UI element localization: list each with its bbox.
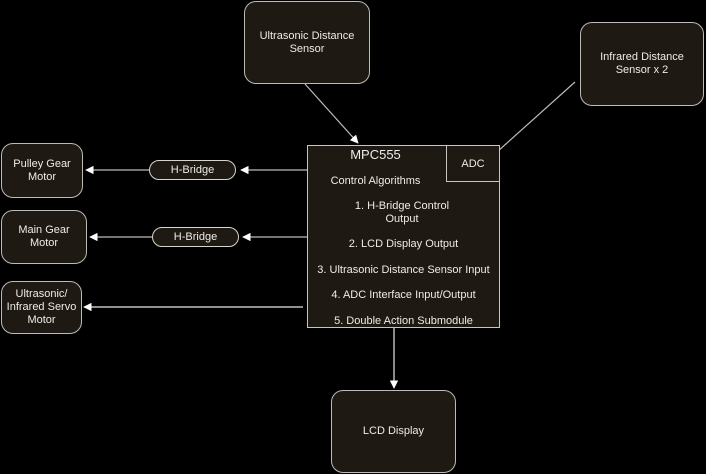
h-bridge-2-label: H-Bridge — [173, 231, 218, 243]
servo-motor-box: Ultrasonic/ Infrared Servo Motor — [1, 281, 82, 334]
pulley-gear-motor-box: Pulley Gear Motor — [1, 143, 83, 198]
algorithm-item-3: 3. Ultrasonic Distance Sensor Input — [317, 264, 490, 276]
algorithm-item-4: 4. ADC Interface Input/Output — [331, 289, 476, 301]
h-bridge-1: H-Bridge — [149, 160, 236, 180]
arrow-ultrasonic-to-mpc — [304, 83, 359, 144]
mpc555-title: MPC555 — [350, 147, 401, 162]
infrared-sensor-label: Infrared Distance Sensor x 2 — [600, 51, 684, 76]
main-gear-motor-label: Main Gear Motor — [18, 224, 70, 249]
lcd-display-box: LCD Display — [331, 390, 456, 473]
ultrasonic-distance-sensor-box: Ultrasonic Distance Sensor — [244, 1, 370, 84]
servo-motor-label: Ultrasonic/ Infrared Servo Motor — [6, 288, 77, 326]
adc-box: ADC — [446, 145, 500, 182]
lcd-display-label: LCD Display — [362, 425, 425, 437]
h-bridge-1-label: H-Bridge — [170, 164, 215, 176]
adc-label: ADC — [461, 157, 485, 170]
algorithm-item-1: 1. H-Bridge Control Output — [354, 200, 450, 225]
control-algorithms-heading: Control Algorithms — [330, 175, 421, 187]
arrow-infrared-to-adc — [487, 81, 576, 161]
pulley-gear-motor-label: Pulley Gear Motor — [13, 157, 71, 183]
algorithm-item-5: 5. Double Action Submodule — [334, 315, 473, 327]
algorithm-item-2: 2. LCD Display Output — [348, 238, 459, 250]
infrared-distance-sensor-box: Infrared Distance Sensor x 2 — [580, 22, 704, 106]
ultrasonic-sensor-label: Ultrasonic Distance Sensor — [259, 29, 355, 55]
h-bridge-2: H-Bridge — [152, 227, 239, 247]
main-gear-motor-box: Main Gear Motor — [1, 210, 87, 264]
